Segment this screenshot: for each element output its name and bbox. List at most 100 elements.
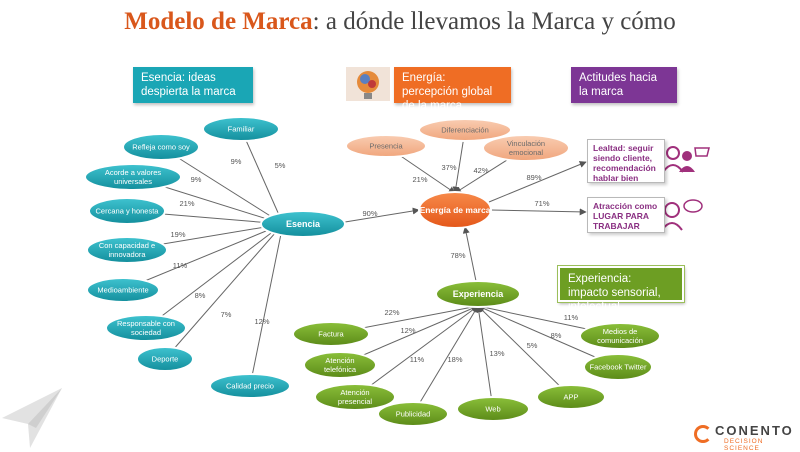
- person-icons: [661, 146, 710, 231]
- energia-driver-1-label: Diferenciación: [441, 126, 489, 135]
- experiencia-driver-0: [292, 321, 370, 347]
- experiencia-pct-5: 5%: [527, 341, 538, 350]
- energia-pct-0: 21%: [412, 175, 427, 184]
- esencia-driver-5: [86, 277, 160, 303]
- pct-energia-lealtad: 89%: [526, 173, 541, 182]
- esencia-link-8: [249, 223, 286, 387]
- esencia-hub: [260, 210, 346, 238]
- esencia-driver-0: [202, 116, 280, 142]
- esencia-pct-6: 8%: [195, 291, 206, 300]
- experiencia-link-2: [354, 305, 479, 398]
- experiencia-driver-2: [314, 383, 396, 411]
- energia-hub: [418, 191, 492, 229]
- energia-header-box: Energía: percepción global de la marca: [394, 67, 511, 112]
- experiencia-link-5: [477, 305, 572, 398]
- lightbulb-image: [346, 67, 390, 101]
- experiencia-driver-5-label: APP: [563, 393, 578, 402]
- atraccion-box: Atracción como LUGAR PARA TRABAJAR: [587, 197, 665, 233]
- experiencia-driver-6-label: Facebook Twitter: [590, 363, 647, 372]
- esencia-link-1: [160, 146, 284, 225]
- experiencia-driver-3: [377, 401, 449, 427]
- esencia-header-box: Esencia: ideas despierta la marca: [133, 67, 253, 103]
- energia-pct-2: 42%: [473, 166, 488, 175]
- esencia-pct-2: 9%: [191, 175, 202, 184]
- esencia-pct-7: 7%: [221, 310, 232, 319]
- esencia-driver-6: [105, 314, 187, 342]
- experiencia-driver-7: [579, 322, 661, 350]
- energia-driver-0: [345, 134, 427, 158]
- esencia-pct-8: 12%: [254, 317, 269, 326]
- experiencia-link-3: [412, 305, 479, 415]
- logo-sub: DECISION SCIENCE: [724, 438, 764, 452]
- experiencia-hub-label: Experiencia: [453, 289, 505, 299]
- experiencia-pct-7: 11%: [564, 313, 579, 322]
- esencia-hub-label: Esencia: [286, 219, 321, 229]
- energia-driver-1: [418, 118, 512, 142]
- energia-driver-0-label: Presencia: [369, 142, 403, 151]
- lealtad-box: Lealtad: seguir siendo cliente, recomend…: [587, 139, 665, 183]
- experiencia-driver-0-label: Factura: [318, 330, 344, 339]
- experiencia-hub: [435, 280, 521, 308]
- experiencia-driver-1: [303, 351, 377, 379]
- pct-energia-atraccion: 71%: [534, 199, 549, 208]
- energia-pct-1: 37%: [441, 163, 456, 172]
- logo-name: CONENTO: [715, 423, 794, 438]
- esencia-pct-5: 11%: [173, 261, 188, 270]
- experiencia-pct-1: 12%: [400, 326, 415, 335]
- esencia-link-0: [240, 128, 284, 225]
- esencia-driver-3: [88, 197, 166, 225]
- esencia-driver-1: [122, 133, 200, 161]
- conento-logo: CONENTO DECISION SCIENCE: [694, 423, 794, 452]
- esencia-driver-5-label: Medioambiente: [97, 286, 148, 295]
- link-energia-atraccion: [490, 208, 587, 216]
- corner-logo-mark: [2, 388, 62, 448]
- experiencia-driver-6: [583, 353, 653, 381]
- link-energia-lealtad: [488, 161, 587, 203]
- page-title: Modelo de Marca: a dónde llevamos la Mar…: [0, 8, 800, 36]
- esencia-driver-1-label: Refleja como soy: [132, 143, 190, 152]
- experiencia-pct-3: 18%: [447, 355, 462, 364]
- experiencia-link-4: [475, 305, 494, 410]
- experiencia-header-box: Experiencia: impacto sensorial, intelect…: [558, 266, 684, 313]
- title-main: Modelo de Marca: [124, 8, 313, 35]
- energia-hub-label: Energía de marca: [420, 205, 491, 215]
- esencia-driver-2: [84, 163, 182, 191]
- esencia-driver-3-label: Cercana y honesta: [96, 207, 160, 216]
- esencia-link-7: [164, 223, 284, 360]
- esencia-link-5: [122, 223, 284, 291]
- experiencia-pct-2: 11%: [410, 355, 425, 364]
- link-esencia-energia: [344, 207, 420, 223]
- pct-esencia-energia: 90%: [362, 209, 377, 218]
- experiencia-pct-6: 8%: [551, 331, 562, 340]
- experiencia-pct-0: 22%: [384, 308, 399, 317]
- experiencia-driver-5: [536, 384, 606, 410]
- esencia-driver-4: [86, 236, 168, 264]
- esencia-pct-1: 9%: [231, 157, 242, 166]
- esencia-pct-3: 21%: [179, 199, 194, 208]
- esencia-pct-0: 5%: [275, 161, 286, 170]
- esencia-driver-8: [209, 373, 291, 399]
- experiencia-driver-4-label: Web: [485, 405, 500, 414]
- experiencia-driver-4: [456, 396, 530, 422]
- link-experiencia-energia: [462, 226, 477, 282]
- energia-driver-2: [482, 134, 570, 162]
- esencia-link-6: [145, 223, 284, 329]
- actitudes-header-box: Actitudes hacia la marca: [571, 67, 677, 103]
- title-rest: : a dónde llevamos la Marca y cómo: [312, 8, 676, 35]
- experiencia-pct-4: 13%: [489, 349, 504, 358]
- esencia-driver-8-label: Calidad precio: [226, 382, 274, 391]
- esencia-driver-7: [136, 346, 194, 372]
- esencia-driver-0-label: Familiar: [228, 125, 255, 134]
- pct-experiencia-energia: 78%: [450, 251, 465, 260]
- conento-ring-icon: [694, 425, 712, 443]
- experiencia-driver-3-label: Publicidad: [396, 410, 431, 419]
- esencia-driver-7-label: Deporte: [152, 355, 179, 364]
